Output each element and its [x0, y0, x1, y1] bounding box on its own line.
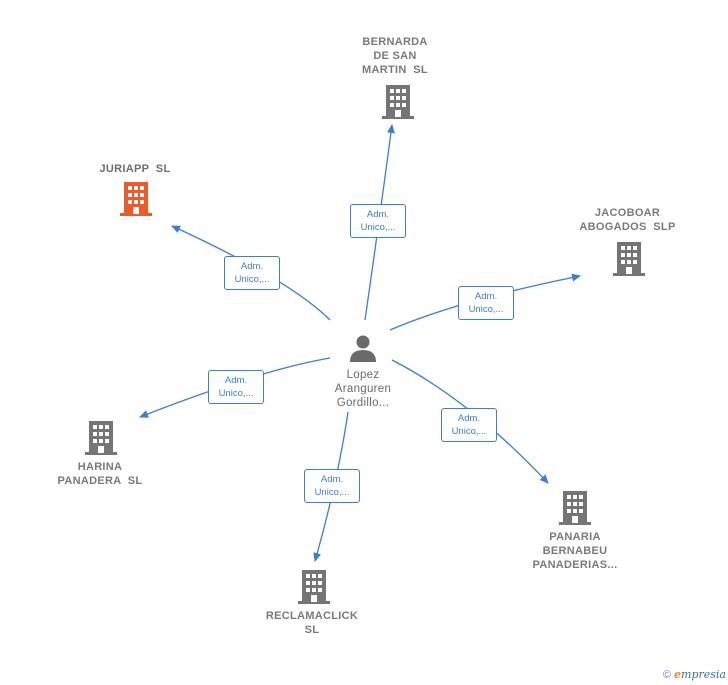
center-label-line: Gordillo... — [336, 397, 390, 409]
center-label-line: Lopez — [346, 369, 380, 381]
edge-role-text: Adm. — [320, 474, 344, 485]
edge-role-text: Unico,... — [218, 388, 254, 399]
edge-role-text: Adm. — [366, 209, 390, 220]
company-label-line: SL — [304, 624, 320, 636]
brand-e: e — [674, 668, 682, 681]
center-person-label[interactable]: Lopez Aranguren Gordillo... — [318, 368, 408, 410]
edge-role-text: Adm. — [474, 291, 498, 302]
edge-role-text: Unico,... — [451, 426, 487, 437]
company-label-line: PANADERIAS... — [532, 559, 618, 571]
building-icon[interactable] — [120, 182, 152, 216]
company-label-reclamaclick[interactable]: RECLAMACLICK SL — [257, 609, 367, 637]
company-label-harina[interactable]: HARINA PANADERA SL — [45, 460, 155, 488]
company-label-line: ABOGADOS SLP — [579, 221, 676, 233]
copyright-footer: © empresia — [663, 668, 726, 681]
copyright-symbol: © — [662, 669, 671, 681]
company-label-panaria[interactable]: PANARIA BERNABEU PANADERIAS... — [520, 530, 630, 572]
edge-role-text: Unico,... — [360, 222, 396, 233]
person-icon[interactable] — [348, 333, 378, 363]
edge-label-harina[interactable]: Adm. Unico,... — [208, 370, 264, 404]
edge-label-reclamaclick[interactable]: Adm. Unico,... — [304, 469, 360, 503]
edge-role-text: Adm. — [457, 413, 481, 424]
edge-label-bernarda[interactable]: Adm. Unico,... — [350, 204, 406, 238]
company-label-bernarda[interactable]: BERNARDA DE SAN MARTIN SL — [345, 35, 445, 77]
brand-rest: mpresia — [681, 668, 726, 681]
edge-role-text: Unico,... — [314, 487, 350, 498]
building-icon[interactable] — [85, 421, 117, 455]
company-label-line: DE SAN — [373, 50, 417, 62]
edge-label-juriapp[interactable]: Adm. Unico,... — [224, 256, 280, 290]
company-label-line: JACOBOAR — [594, 207, 661, 219]
company-label-line: HARINA — [77, 461, 123, 473]
building-icon[interactable] — [382, 85, 414, 119]
company-label-line: PANADERA SL — [57, 475, 143, 487]
brand-logo: empresia — [674, 668, 726, 681]
company-label-line: PANARIA — [549, 531, 601, 543]
company-label-line: RECLAMACLICK — [265, 610, 359, 622]
company-label-jacoboar[interactable]: JACOBOAR ABOGADOS SLP — [570, 206, 685, 234]
building-icon[interactable] — [613, 242, 645, 276]
edge-role-text: Unico,... — [234, 274, 270, 285]
building-icon[interactable] — [298, 570, 330, 604]
company-label-line: BERNARDA — [362, 36, 428, 48]
edge-label-jacoboar[interactable]: Adm. Unico,... — [458, 286, 514, 320]
edge-role-text: Adm. — [224, 375, 248, 386]
center-label-line: Aranguren — [334, 383, 392, 395]
company-label-line: JURIAPP SL — [99, 163, 171, 175]
edge-role-text: Unico,... — [468, 304, 504, 315]
edge-role-text: Adm. — [240, 261, 264, 272]
company-label-line: MARTIN SL — [362, 64, 428, 76]
company-label-juriapp[interactable]: JURIAPP SL — [80, 162, 190, 176]
building-icon[interactable] — [559, 491, 591, 525]
edge-label-panaria[interactable]: Adm. Unico,... — [441, 408, 497, 442]
company-label-line: BERNABEU — [542, 545, 608, 557]
